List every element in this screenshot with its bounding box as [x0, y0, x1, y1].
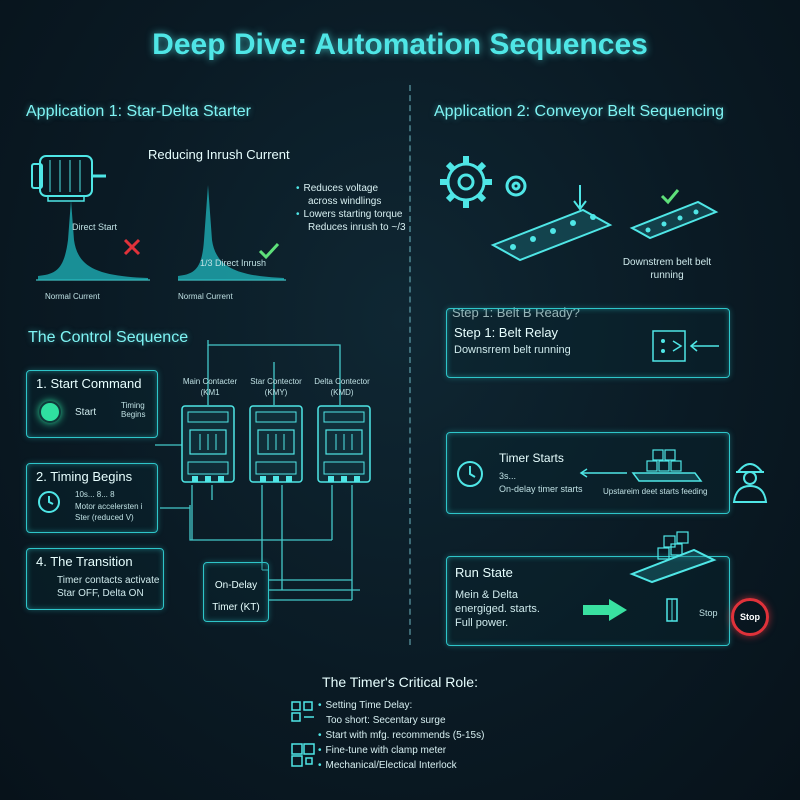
timer-kt-box: On-Delay Timer (KT) [203, 562, 269, 622]
section-divider [409, 85, 411, 645]
run-line2: energiged. starts. [455, 603, 540, 615]
upstream-conveyor-icon [579, 449, 703, 482]
belt-relay-sub: Downsrrem belt running [454, 344, 571, 356]
bullet-item: Reduces inrush to ~/3 [308, 222, 406, 233]
normal-current-1: Normal Current [45, 292, 100, 301]
conveyor-a-icon [490, 185, 613, 262]
upstream-label: Upstareim deet starts feeding [603, 487, 708, 496]
bullet-item: across windlings [308, 196, 382, 207]
contactor1-label: Main Contacter (KM1 [182, 377, 238, 397]
timer-clock-icon [457, 461, 483, 487]
step2-line1: 10s... 8... 8 [75, 490, 115, 499]
step4-line1: Timer contacts activate [57, 575, 160, 586]
timer-starts-box: Timer Starts 3s... On-delay timer starts… [446, 432, 730, 514]
belt-relay-title: Step 1: Belt Relay [454, 325, 559, 340]
meter-icon [291, 743, 315, 767]
inrush-bullets: •Reduces voltage across windlings •Lower… [296, 182, 406, 234]
step4-title: 4. The Transition [36, 554, 133, 569]
timer-role-item: Too short: Secentary surge [326, 715, 446, 726]
delta-contactor-icon [317, 405, 371, 483]
bullet-item: •Lowers starting torque [296, 209, 403, 220]
step2-line3: Ster (reduced V) [75, 513, 134, 522]
stop-button-label: Stop [740, 612, 760, 622]
inrush-graphs [36, 185, 286, 281]
timer-role-title: The Timer's Critical Role: [322, 674, 478, 690]
step4-box: 4. The Transition Timer contacts activat… [26, 548, 164, 610]
settings-diagram-icon [291, 701, 314, 722]
step2-title: 2. Timing Begins [36, 469, 133, 484]
direct-start-label: Direct Start [72, 222, 118, 232]
timer-role-item: •Fine-tune with clamp meter [318, 745, 447, 756]
check-icon [258, 242, 280, 260]
stop-label: Stop [699, 608, 718, 618]
app1-heading: Application 1: Star-Delta Starter [26, 103, 251, 120]
motor-icon [31, 155, 106, 202]
stop-button[interactable]: Stop [731, 598, 769, 636]
belt-relay-box: Step 1: Belt Relay Downsrrem belt runnin… [446, 308, 730, 378]
run-conveyor-icon [629, 531, 717, 584]
run-line3: Full power. [455, 617, 509, 629]
downstream-belt-label: Downstrem belt belt running [622, 257, 712, 281]
step2-line2: Motor accelersten i [75, 502, 143, 511]
step1-title: 1. Start Command [36, 376, 142, 391]
timer-role-item: •Start with mfg. recommends (5-15s) [318, 730, 485, 741]
timing-begins-label: Timing Begins [121, 401, 146, 419]
worker-icon [732, 463, 768, 503]
main-contactor-icon [181, 405, 235, 483]
step4-line2: Star OFF, Delta ON [57, 588, 144, 599]
run-state-title: Run State [455, 565, 513, 580]
run-line1: Mein & Delta [455, 589, 518, 601]
timer-starts-title: Timer Starts [499, 451, 564, 465]
run-arrow-icon [583, 599, 627, 621]
cross-icon [123, 238, 141, 256]
timer-role-item: •Setting Time Delay: [318, 700, 413, 711]
clock-icon [38, 491, 60, 513]
conveyor-b-icon [629, 189, 719, 240]
timer-role-item: •Mechanical/Electical Interlock [318, 760, 457, 771]
start-label: Start [75, 407, 97, 418]
gears-icon [440, 156, 527, 208]
timer-starts-sub: On-delay timer starts [499, 484, 583, 494]
page-title: Deep Dive: Automation Sequences [152, 28, 648, 61]
step2-box: 2. Timing Begins 10s... 8... 8 Motor acc… [26, 463, 158, 533]
start-button[interactable] [39, 401, 61, 423]
control-sequence-heading: The Control Sequence [28, 329, 189, 346]
bullet-item: •Reduces voltage [296, 183, 379, 194]
inrush-title: Reducing Inrush Current [148, 147, 290, 162]
relay-icon [652, 330, 719, 362]
contactor2-label: Star Contector (KMY) [250, 377, 302, 397]
star-contactor-icon [249, 405, 303, 483]
contactor3-label: Delta Contector (KMD) [314, 377, 370, 397]
stop-switch-icon [666, 598, 678, 622]
app2-heading: Application 2: Conveyor Belt Sequencing [434, 103, 724, 120]
timer-kt-label: On-Delay Timer (KT) [212, 580, 260, 613]
normal-current-2: Normal Current [178, 292, 233, 301]
step1-box: 1. Start Command Start Timing Begins [26, 370, 158, 438]
timer-3s: 3s... [499, 471, 517, 481]
direct-inrush-label: 1/3 Direct Inrush [200, 258, 267, 268]
timer-role-list: •Setting Time Delay: Too short: Secentar… [318, 698, 484, 773]
